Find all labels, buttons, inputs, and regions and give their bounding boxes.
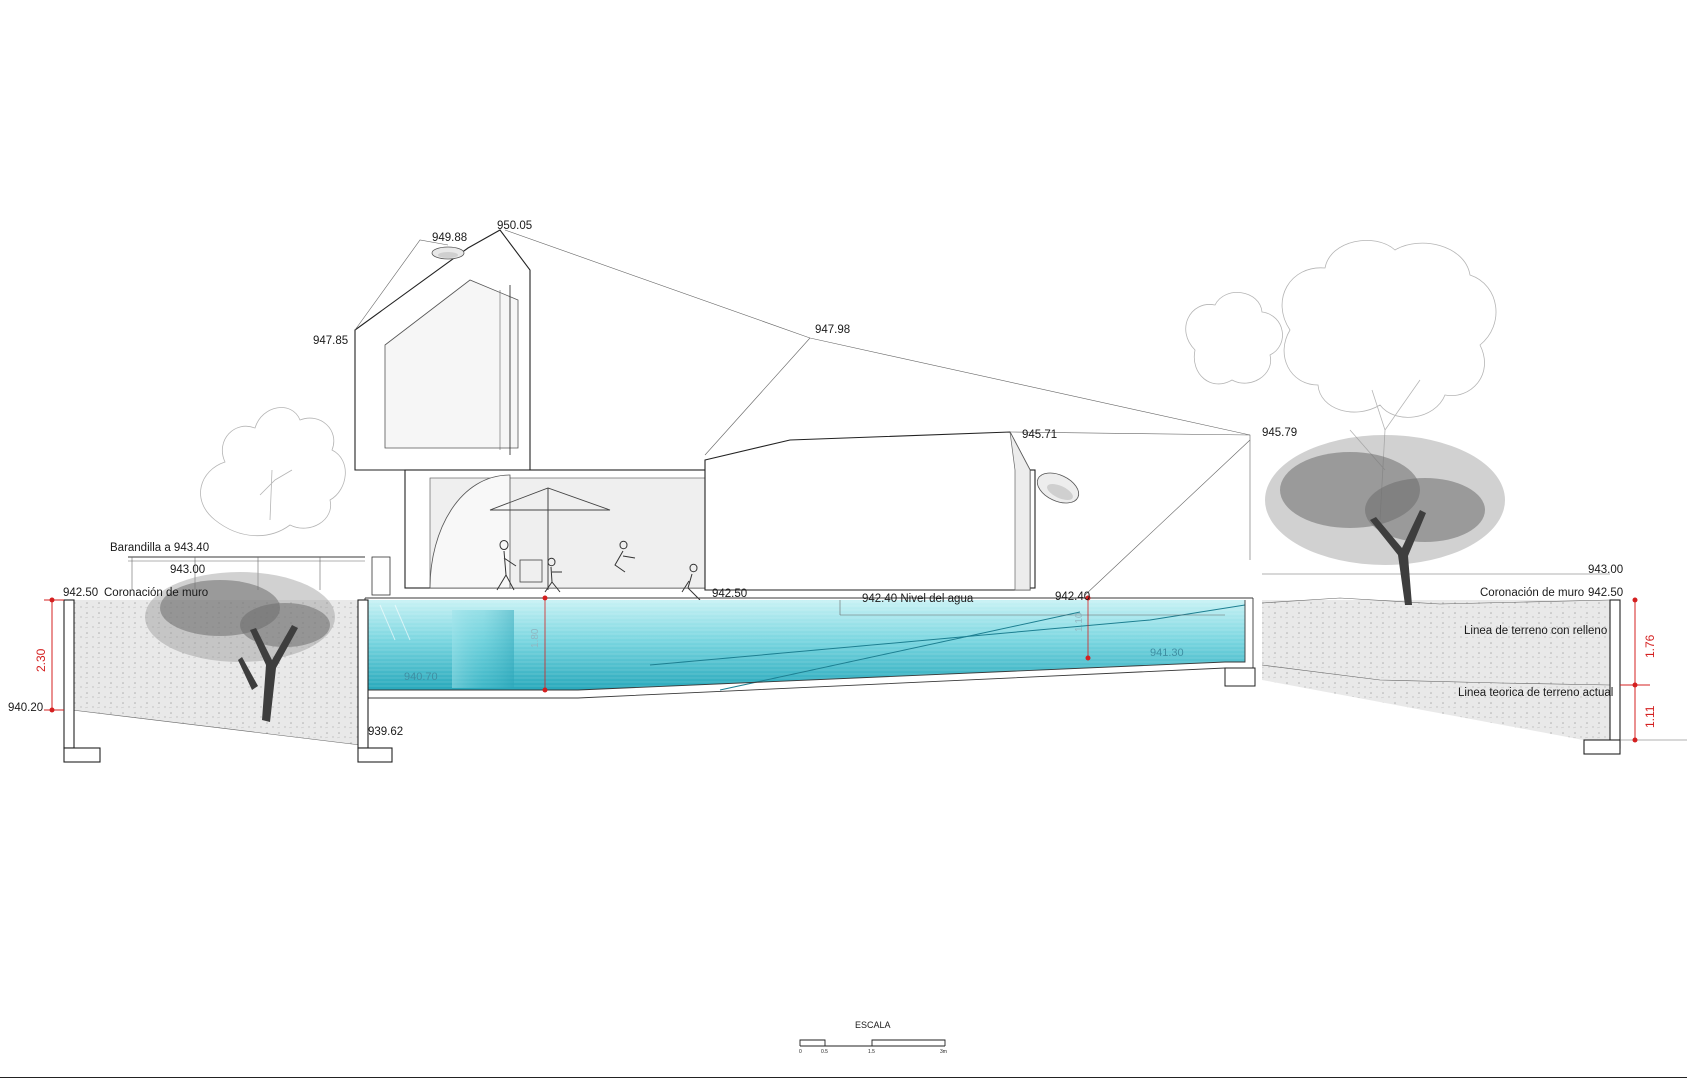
scale-bar: ESCALA 0 0.5 1.5 3m xyxy=(799,1020,947,1055)
label-footing-left: 939.62 xyxy=(368,726,403,738)
foreground-tree-right xyxy=(1265,435,1505,605)
label-terrace-right: 943.00 xyxy=(1588,564,1623,576)
footing-pool-left xyxy=(357,747,393,763)
label-wall-top-left-text: Coronación de muro xyxy=(104,587,208,599)
roof-profile-lines xyxy=(354,229,1251,596)
label-ground-left: 940.20 xyxy=(8,702,43,714)
label-terrace-left: 943.00 xyxy=(170,564,205,576)
label-lower-roof-end: 945.79 xyxy=(1262,427,1297,439)
label-fill-line: Linea de terreno con relleno xyxy=(1464,625,1607,637)
dim-left-height: 2.30 xyxy=(34,648,48,672)
pool xyxy=(364,595,1256,699)
label-pool-floor-left: 940.70 xyxy=(404,671,438,683)
people-figures xyxy=(496,540,701,601)
label-pool-floor-right: 941.30 xyxy=(1150,647,1184,659)
label-pool-deck: 942.50 xyxy=(712,588,747,600)
label-roof-mid: 947.98 xyxy=(815,324,850,336)
label-natural-line: Linea teorica de terreno actual xyxy=(1458,687,1613,699)
label-pool-depth-right: 1.10 xyxy=(1074,612,1085,632)
label-wall-top-right-text: Coronación de muro xyxy=(1480,587,1584,599)
dimension-lines xyxy=(44,597,1650,743)
house xyxy=(128,229,1251,601)
scale-tick-2: 1.5 xyxy=(868,1049,875,1055)
terrace-railing xyxy=(128,556,391,596)
pool-steps xyxy=(452,610,514,688)
label-wall-top-right-level: 942.50 xyxy=(1588,587,1623,599)
dim-right-lower: 1.11 xyxy=(1643,705,1657,728)
skylight-left xyxy=(431,246,465,260)
footing-left xyxy=(63,747,101,763)
elevation-labels: 949.88 950.05 947.85 947.98 945.71 945.7… xyxy=(8,220,1623,738)
label-ridge-left: 949.88 xyxy=(432,232,467,244)
wall-left xyxy=(63,599,75,749)
label-lower-ridge: 945.71 xyxy=(1022,429,1057,441)
dimension-labels: 2.30 1.76 1.11 xyxy=(34,634,1657,728)
wall-right xyxy=(1609,599,1621,749)
label-ridge-right: 950.05 xyxy=(497,220,532,232)
label-wall-top-left-level: 942.50 xyxy=(63,587,98,599)
retaining-walls xyxy=(63,599,1687,763)
scale-title: ESCALA xyxy=(855,1020,891,1030)
background-tree-left xyxy=(200,407,346,537)
skylight-right xyxy=(1036,472,1080,504)
dim-right-upper: 1.76 xyxy=(1643,634,1657,658)
parasol xyxy=(489,487,611,590)
label-railing: Barandilla a 943.40 xyxy=(110,542,209,554)
scale-tick-0: 0 xyxy=(799,1049,802,1055)
wall-pool-left xyxy=(357,599,369,749)
scale-tick-1: 0.5 xyxy=(821,1049,828,1055)
soil-right xyxy=(1262,600,1610,745)
scale-tick-3: 3m xyxy=(940,1049,947,1055)
lower-roof-volume xyxy=(704,431,1031,591)
footing-right xyxy=(1583,739,1621,755)
label-pool-edge-right: 942.40 xyxy=(1055,591,1090,603)
label-upper-eave: 947.85 xyxy=(313,335,348,347)
label-water-level: 942.40 Nivel del agua xyxy=(862,593,974,605)
bottom-rule xyxy=(0,1077,1687,1078)
label-pool-depth-left: 1.80 xyxy=(530,628,541,648)
foreground-tree-left xyxy=(145,572,335,722)
